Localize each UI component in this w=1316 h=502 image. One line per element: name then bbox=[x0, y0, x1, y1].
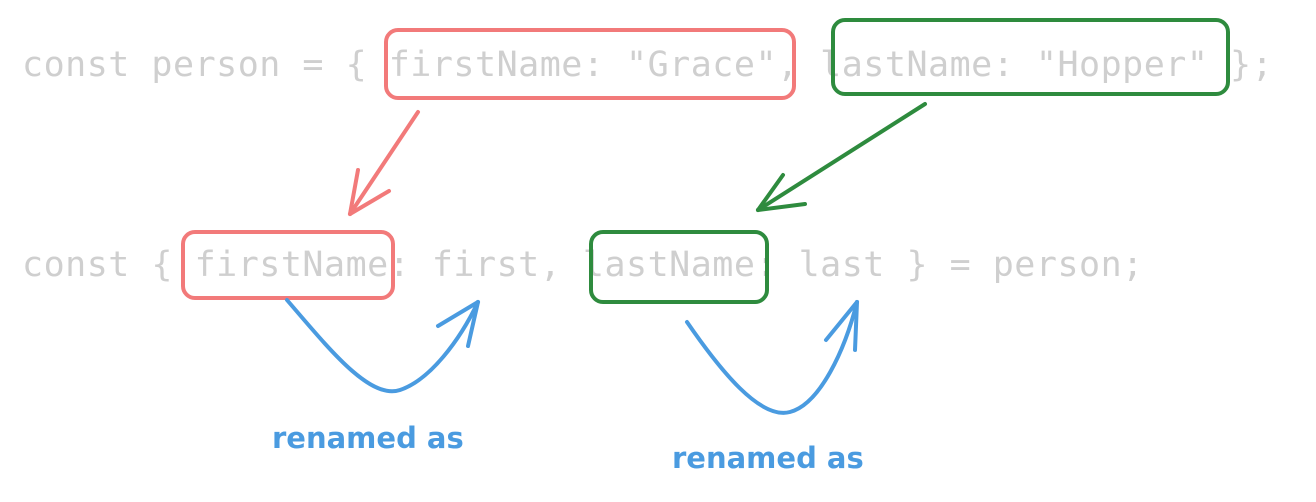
firstname-destructure-box bbox=[181, 230, 395, 300]
lastname-destructure-box bbox=[589, 230, 769, 304]
code-line-destructuring: const { firstName: first, lastName: last… bbox=[22, 245, 1144, 285]
firstname-pointer-arrow bbox=[348, 110, 420, 216]
rename-arrow-last bbox=[685, 300, 859, 415]
firstname-source-box bbox=[384, 28, 796, 100]
rename-arrow-first bbox=[285, 298, 480, 394]
code-line-object-literal: const person = { firstName: "Grace", las… bbox=[22, 45, 1274, 85]
lastname-pointer-arrow bbox=[756, 102, 927, 212]
lastname-source-box bbox=[831, 18, 1230, 96]
rename-label-first: renamed as bbox=[272, 421, 464, 455]
rename-label-last: renamed as bbox=[672, 441, 864, 475]
